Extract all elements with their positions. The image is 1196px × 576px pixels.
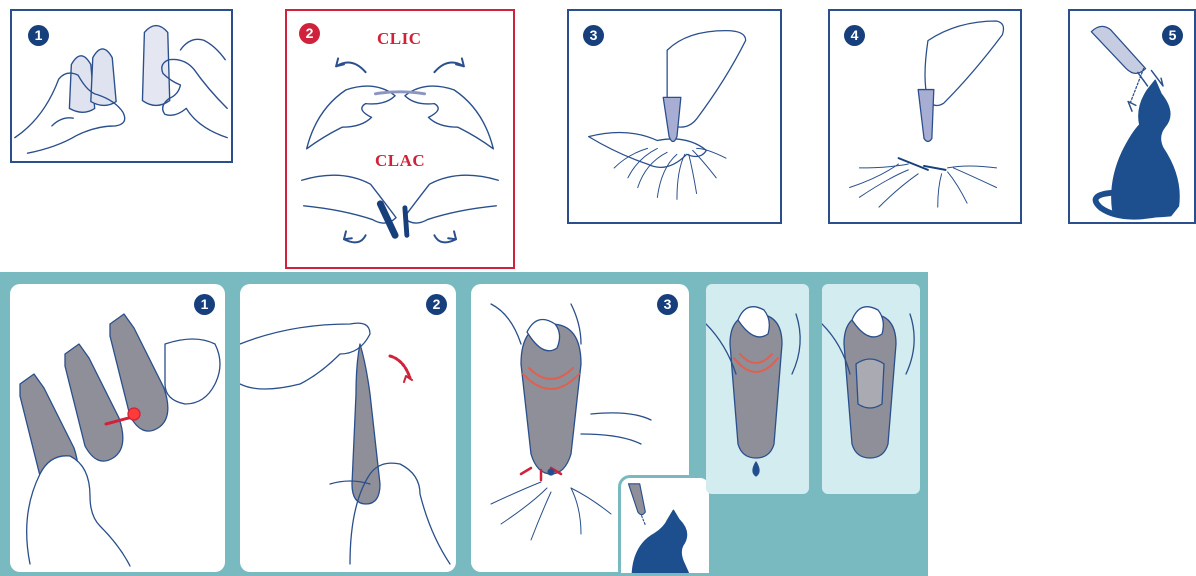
step-number-badge: 3 bbox=[583, 25, 604, 46]
clic-label: CLIC bbox=[377, 29, 422, 49]
squeeze-detail-illustration bbox=[706, 284, 809, 494]
top-step-2-panel: 2 CLIC CLAC bbox=[285, 9, 515, 269]
step-number-badge: 2 bbox=[426, 294, 447, 315]
cat-inset bbox=[618, 475, 712, 576]
top-step-4-panel: 4 bbox=[828, 9, 1022, 224]
bottom-step-2-panel: 2 bbox=[240, 284, 456, 572]
step-number-badge: 5 bbox=[1162, 25, 1183, 46]
cat-silhouette-illustration bbox=[621, 478, 709, 573]
empty-pipette-detail-panel bbox=[822, 284, 920, 494]
clac-label: CLAC bbox=[375, 151, 425, 171]
step-number-badge: 4 bbox=[844, 25, 865, 46]
top-step-5-panel: 5 bbox=[1068, 9, 1196, 224]
step-number-badge: 1 bbox=[28, 25, 49, 46]
empty-pipette-illustration bbox=[822, 284, 920, 494]
step-number-badge: 1 bbox=[194, 294, 215, 315]
snap-tip-illustration bbox=[240, 284, 456, 572]
bottom-step-1-panel: 1 bbox=[10, 284, 225, 572]
top-step-1-panel: 1 bbox=[10, 9, 233, 163]
top-step-3-panel: 3 bbox=[567, 9, 782, 224]
squeeze-detail-panel bbox=[706, 284, 809, 494]
clic-clac-illustration bbox=[287, 11, 513, 267]
step-number-badge: 3 bbox=[657, 294, 678, 315]
step-number-badge: 2 bbox=[299, 23, 320, 44]
tear-pipette-illustration bbox=[10, 284, 225, 572]
